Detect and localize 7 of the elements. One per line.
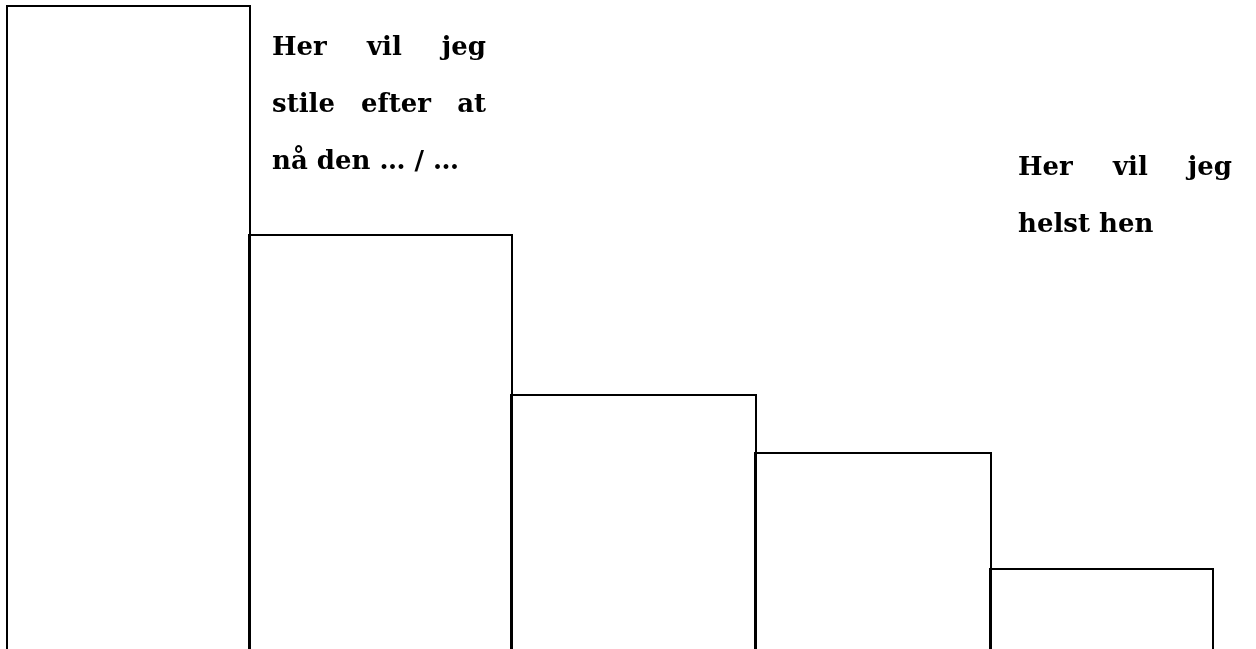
bar-outline xyxy=(6,5,251,649)
annotation-text: Her vil jeg helst hen xyxy=(1018,150,1232,240)
annotation-text: Her vil jeg stile efter at nå den … / … xyxy=(272,30,486,177)
bar-outline xyxy=(248,234,513,649)
bar-outline xyxy=(510,394,757,649)
bar-outline xyxy=(754,452,992,649)
bar-outline xyxy=(989,568,1214,649)
